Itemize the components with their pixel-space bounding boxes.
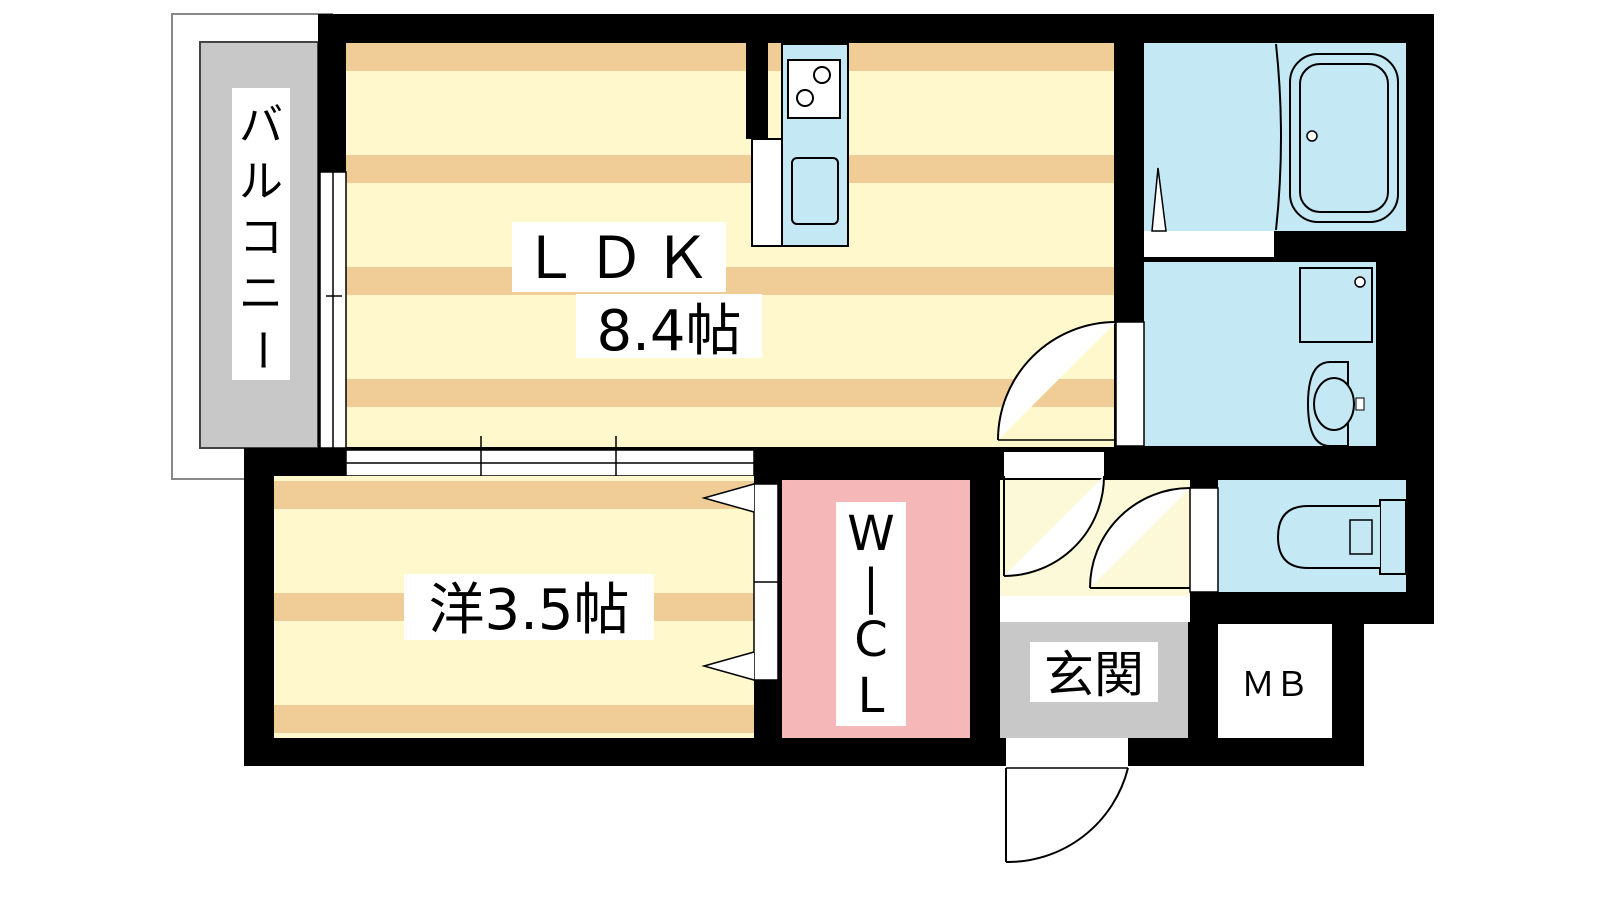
wic-label-w: W — [847, 506, 894, 562]
ldk-name: ＬＤＫ — [521, 224, 719, 292]
ldk-floor — [346, 43, 1114, 447]
wic-label-bar: | — [863, 559, 879, 615]
balcony-label-2: ル — [239, 156, 283, 207]
wic-label-l: L — [858, 668, 885, 724]
toilet-door — [1089, 487, 1191, 589]
balcony-label-1: バ — [239, 100, 283, 151]
wic-label-bg — [836, 502, 906, 726]
balcony-label-5: ー — [236, 328, 287, 372]
closet-doors — [701, 483, 779, 681]
wic-label-c: C — [854, 612, 888, 668]
balcony-label-3: コ — [239, 212, 283, 263]
balcony-window — [319, 171, 347, 449]
ldk-size-bg — [576, 294, 762, 358]
kitchen-counter — [746, 43, 849, 247]
mb-label: ＭＢ — [1241, 665, 1309, 705]
entrance-label: 玄関 — [1044, 646, 1144, 704]
meter-box — [1218, 624, 1332, 738]
toilet-room — [1189, 480, 1407, 593]
hall-step — [1000, 596, 1190, 622]
balcony — [171, 13, 333, 480]
washroom — [1144, 262, 1376, 447]
western-label-bg — [404, 574, 654, 640]
balcony-label-4: ニ — [239, 268, 283, 319]
ldk-size: 8.4帖 — [596, 299, 741, 364]
hall-door — [1003, 452, 1105, 577]
sliding-door — [345, 436, 755, 490]
western-room-label: 洋3.5帖 — [428, 578, 629, 643]
bathroom — [1144, 43, 1406, 257]
ldk-label-bg — [512, 222, 726, 292]
entrance-label-bg — [1030, 642, 1158, 702]
washroom-door — [997, 321, 1145, 447]
front-door — [1005, 738, 1129, 864]
